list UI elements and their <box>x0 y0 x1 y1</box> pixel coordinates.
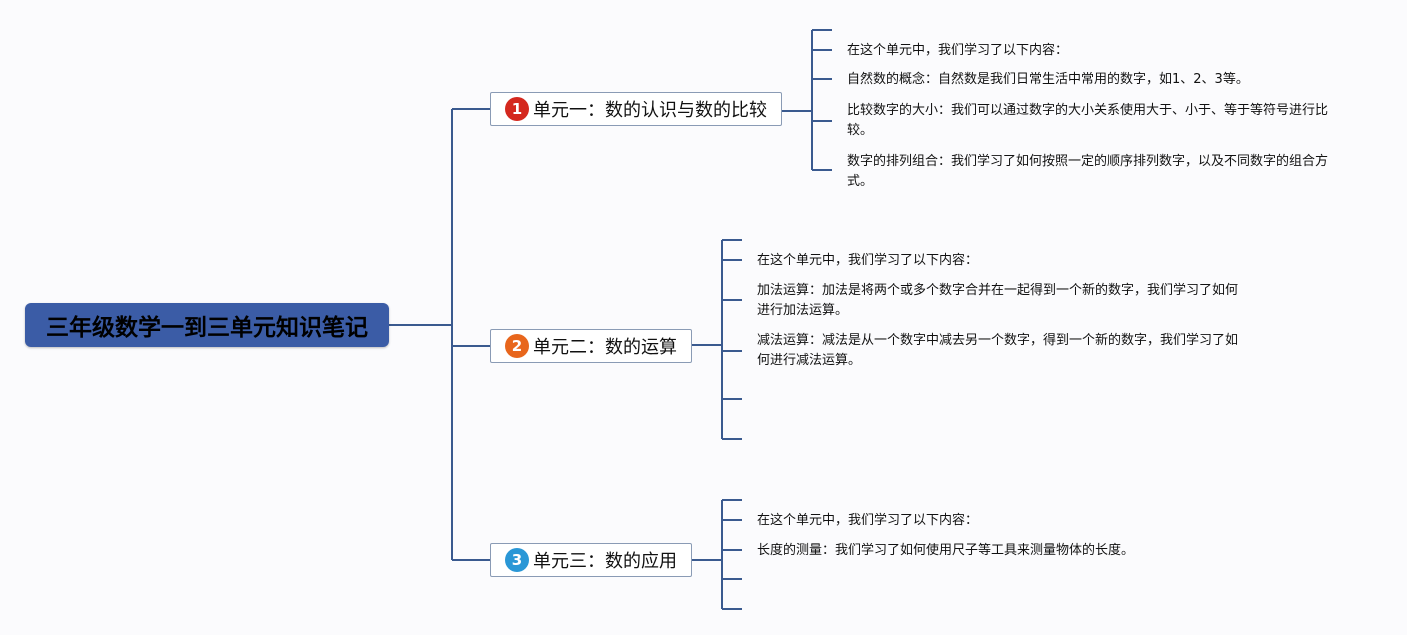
unit-1-note-comparison[interactable]: 比较数字的大小：我们可以通过数字的大小关系使用大于、小于、等于等符号进行比较。 <box>847 103 1329 138</box>
priority-3-badge-icon: 3 <box>505 548 529 572</box>
root-title: 三年级数学一到三单元知识笔记 <box>46 315 368 341</box>
unit-3-note-length[interactable]: 长度的测量：我们学习了如何使用尺子等工具来测量物体的长度。 <box>757 543 1135 558</box>
topic-unit-2[interactable]: 2 单元二：数的运算 <box>490 329 692 363</box>
unit-2-note-subtraction[interactable]: 减法运算：减法是从一个数字中减去另一个数字，得到一个新的数字，我们学习了如何进行… <box>757 333 1239 368</box>
unit-3-note-intro[interactable]: 在这个单元中，我们学习了以下内容： <box>757 513 979 528</box>
unit-2-note-intro[interactable]: 在这个单元中，我们学习了以下内容： <box>757 253 979 268</box>
unit-1-note-intro[interactable]: 在这个单元中，我们学习了以下内容： <box>847 43 1069 58</box>
unit-1-note-natural-numbers[interactable]: 自然数的概念：自然数是我们日常生活中常用的数字，如1、2、3等。 <box>847 72 1249 87</box>
unit-1-note-permutation[interactable]: 数字的排列组合：我们学习了如何按照一定的顺序排列数字，以及不同数字的组合方式。 <box>847 154 1329 189</box>
topic-unit-1-title: 单元一：数的认识与数的比较 <box>533 100 767 121</box>
topic-unit-3[interactable]: 3 单元三：数的应用 <box>490 543 692 577</box>
priority-1-badge-icon: 1 <box>505 97 529 121</box>
topic-unit-3-title: 单元三：数的应用 <box>533 551 677 572</box>
priority-2-badge-icon: 2 <box>505 334 529 358</box>
topic-unit-1[interactable]: 1 单元一：数的认识与数的比较 <box>490 92 782 126</box>
unit-2-note-addition[interactable]: 加法运算：加法是将两个或多个数字合并在一起得到一个新的数字，我们学习了如何进行加… <box>757 283 1239 318</box>
topic-unit-2-title: 单元二：数的运算 <box>533 337 677 358</box>
root-topic[interactable]: 三年级数学一到三单元知识笔记 <box>25 303 389 347</box>
